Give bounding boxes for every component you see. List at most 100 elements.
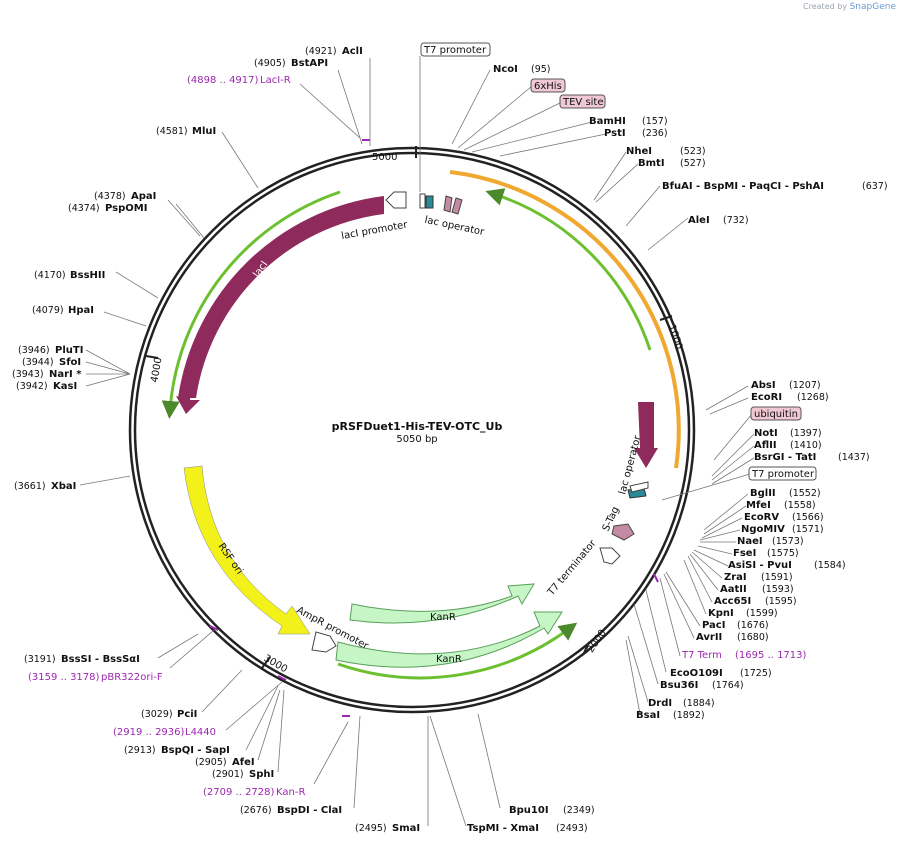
site-pos: (2901): [212, 769, 244, 780]
site-pos: (1268): [797, 392, 829, 403]
primer-range: (2709 .. 2728): [203, 787, 275, 798]
his6-label: 6xHis: [534, 81, 562, 92]
site-pos: (1207): [789, 380, 821, 391]
site-name: BfuAI - BspMI - PaqCI - PshAI: [662, 181, 824, 192]
site-name: BsaI: [636, 710, 660, 721]
site-pos: (236): [642, 128, 668, 139]
t7-promoter-top-label: T7 promoter: [423, 45, 487, 56]
sites-left: (4921)AclI (4905)BstAPI (4581)MluI (4378…: [12, 46, 420, 834]
laci-promoter-arrow: [385, 191, 407, 209]
primer-mark-t7term: [653, 573, 659, 583]
primer-range: (2919 .. 2936): [113, 727, 185, 738]
green-arc-bottom: [337, 622, 578, 680]
primer-mark-pbr322: [209, 625, 219, 631]
tick-4000: [145, 355, 159, 359]
ubiquitin-label: ubiquitin: [754, 409, 798, 420]
site-pos: (3029): [141, 709, 173, 720]
site-pos: (1558): [784, 500, 816, 511]
t7-promoter-arrow-top: [419, 193, 426, 209]
site-pos: (3661): [14, 481, 46, 492]
site-name: BssHII: [70, 270, 105, 281]
tick-label-4000: 4000: [149, 357, 164, 384]
site-name: XbaI: [51, 481, 76, 492]
primer-name: Kan-R: [276, 787, 305, 798]
backbone-inner: [133, 151, 691, 709]
ubiquitin-feature: [634, 402, 658, 468]
site-name: BsrGI - TatI: [754, 452, 816, 463]
created-by-text: Created by: [803, 2, 848, 11]
leader-lines: [79, 56, 755, 827]
site-pos: (2905): [195, 757, 227, 768]
primer-mark-l4440: [277, 675, 287, 681]
site-pos: (4079): [32, 305, 64, 316]
site-pos: (1725): [740, 668, 772, 679]
site-name: PspOMI: [105, 203, 147, 214]
kanr-arrow-1: [349, 583, 535, 624]
site-name: NgoMIV: [741, 524, 785, 535]
site-pos: (1397): [790, 428, 822, 439]
primer-name: L4440: [185, 727, 216, 738]
plasmid-length: 5050 bp: [396, 434, 437, 445]
green-arc-right: [485, 188, 652, 351]
laci-promoter-label: lacI promoter: [340, 219, 409, 242]
site-name: PciI: [177, 709, 197, 720]
site-name: BspQI - SapI: [161, 745, 230, 756]
primer-name: LacI-R: [260, 75, 291, 86]
site-pos: (3942): [16, 381, 48, 392]
site-name: PluTI: [55, 345, 83, 356]
site-name: PstI: [604, 128, 626, 139]
site-pos: (4378): [94, 191, 126, 202]
site-pos: (4374): [68, 203, 100, 214]
t7-promoter-right-box: [748, 466, 817, 481]
laci-body: [178, 196, 384, 398]
tick-2000: [582, 641, 590, 656]
t7-terminator-mark: [599, 547, 621, 565]
primer-range: (1695 .. 1713): [735, 650, 807, 661]
site-name: BssSI - BssSαI: [61, 654, 140, 665]
site-pos: (1571): [792, 524, 824, 535]
site-pos: (3943): [12, 369, 44, 380]
site-name: NotI: [754, 428, 778, 439]
site-pos: (2495): [355, 823, 387, 834]
t7-promoter-top-box: [420, 42, 491, 57]
site-name: BglII: [750, 488, 776, 499]
tick-label-5000: 5000: [372, 152, 397, 163]
green-arc-left: [161, 190, 341, 419]
site-pos: (95): [531, 64, 551, 75]
site-pos: (1584): [814, 560, 846, 571]
snapgene-branding: Created by SnapGene: [803, 2, 896, 12]
s-tag-mark: [611, 523, 635, 541]
site-pos: (1892): [673, 710, 705, 721]
rsf-ori-feature: [183, 465, 311, 635]
t7-terminator-label: T7 terminator: [545, 537, 599, 598]
site-name: SphI: [249, 769, 274, 780]
site-name: NaeI: [737, 536, 763, 547]
t7-promoter-right-label: T7 promoter: [751, 469, 815, 480]
site-pos: (4921): [305, 46, 337, 57]
site-name: SmaI: [392, 823, 420, 834]
lac-operator-top-mark: [425, 195, 434, 209]
tev-site-label: TEV site: [562, 97, 604, 108]
site-name: NheI: [626, 146, 652, 157]
site-pos: (1676): [737, 620, 769, 631]
site-pos: (157): [642, 116, 668, 127]
primer-range: (4898 .. 4917): [187, 75, 259, 86]
primer-range: (3159 .. 3178): [28, 672, 100, 683]
site-name: BamHI: [589, 116, 626, 127]
site-pos: (2676): [240, 805, 272, 816]
kanr-label-1: KanR: [430, 612, 456, 623]
site-pos: (1552): [789, 488, 821, 499]
site-pos: (3191): [24, 654, 56, 665]
t7-promoter-right-mark: [629, 481, 649, 493]
site-name: BspDI - ClaI: [277, 805, 342, 816]
tick-1000: [659, 315, 673, 321]
site-name: MluI: [192, 126, 216, 137]
site-pos: (1593): [762, 584, 794, 595]
site-name: HpaI: [68, 305, 94, 316]
site-pos: (1884): [683, 698, 715, 709]
site-name: KpnI: [708, 608, 734, 619]
his-tag-mark: [443, 195, 453, 213]
kanr-label-2: KanR: [436, 654, 462, 665]
site-name: NcoI: [493, 64, 518, 75]
